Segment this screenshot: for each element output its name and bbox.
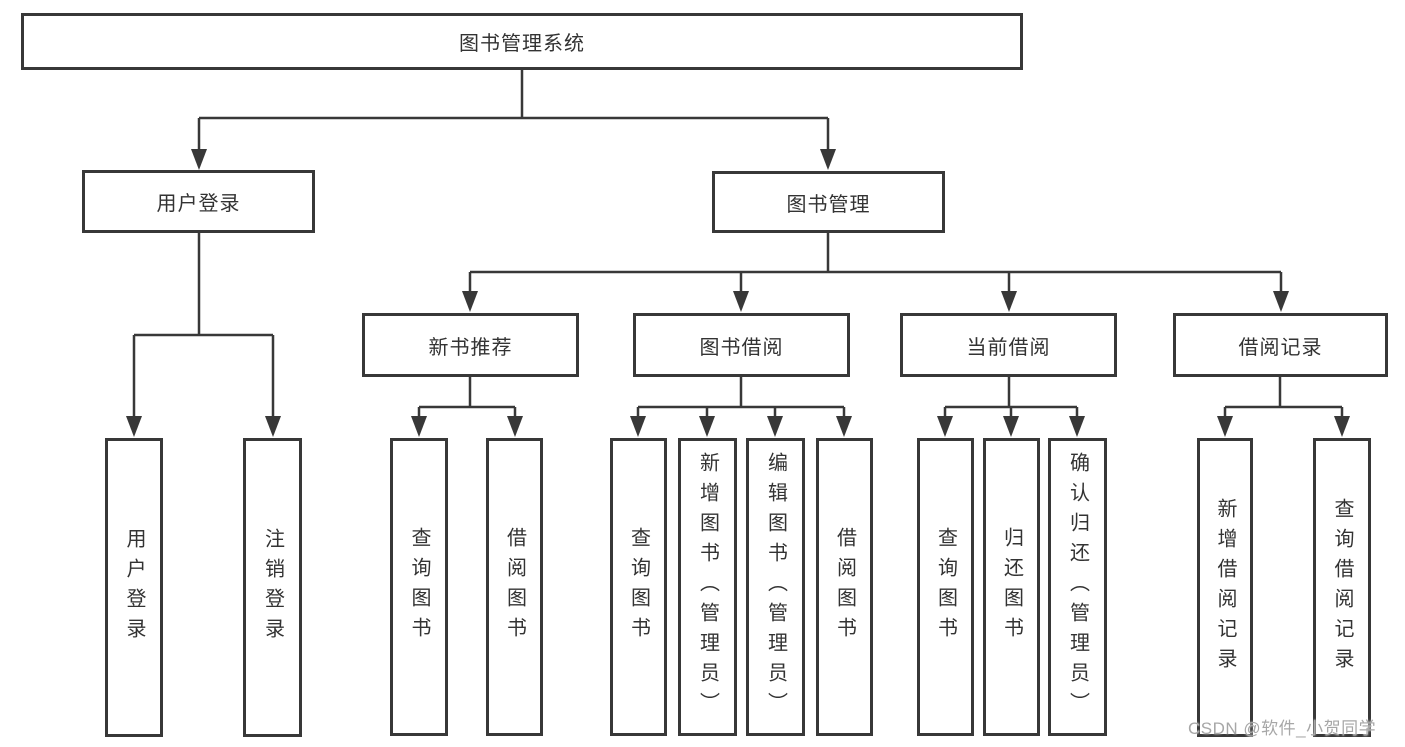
node-user-login: 用户登录 bbox=[82, 170, 315, 233]
node-label: 借阅图书 bbox=[503, 527, 526, 647]
node-label: 新书推荐 bbox=[428, 336, 513, 359]
leaf-recommend-query-books: 查询图书 bbox=[390, 438, 448, 736]
node-book-borrowing: 图书借阅 bbox=[633, 313, 850, 377]
leaf-borrowing-edit-books-admin: 编辑图书（管理员） bbox=[746, 438, 805, 736]
node-library-management-system: 图书管理系统 bbox=[21, 13, 1023, 70]
csdn-watermark: CSDN @软件_小贺同学 bbox=[1188, 719, 1377, 738]
leaf-records-add-record: 新增借阅记录 bbox=[1197, 438, 1253, 737]
leaf-borrowing-add-books-admin: 新增图书（管理员） bbox=[678, 438, 737, 736]
node-current-borrowing: 当前借阅 bbox=[900, 313, 1117, 377]
node-label: 查询图书 bbox=[408, 527, 430, 647]
node-label: 查询借阅记录 bbox=[1331, 497, 1353, 678]
node-label: 查询图书 bbox=[934, 527, 957, 647]
node-label: 借阅记录 bbox=[1238, 336, 1323, 359]
leaf-borrowing-borrow-books: 借阅图书 bbox=[816, 438, 873, 736]
leaf-current-query-books: 查询图书 bbox=[917, 438, 974, 736]
node-book-management: 图书管理 bbox=[712, 171, 945, 233]
leaf-records-query-record: 查询借阅记录 bbox=[1313, 438, 1371, 737]
leaf-logout: 注销登录 bbox=[243, 438, 302, 737]
node-label: 新增图书（管理员） bbox=[696, 452, 719, 722]
node-label: 注销登录 bbox=[261, 527, 284, 648]
node-borrowing-records: 借阅记录 bbox=[1173, 313, 1388, 377]
node-label: 用户登录 bbox=[156, 193, 241, 215]
node-label: 确认归还（管理员） bbox=[1066, 452, 1089, 722]
node-label: 编辑图书（管理员） bbox=[764, 452, 787, 722]
node-label: 新增借阅记录 bbox=[1214, 497, 1236, 678]
leaf-current-return-books: 归还图书 bbox=[983, 438, 1040, 736]
leaf-borrowing-query-books: 查询图书 bbox=[610, 438, 667, 736]
node-label: 图书借阅 bbox=[699, 336, 784, 359]
node-label: 查询图书 bbox=[627, 527, 650, 647]
leaf-current-confirm-return-admin: 确认归还（管理员） bbox=[1048, 438, 1107, 736]
node-label: 当前借阅 bbox=[966, 336, 1051, 359]
node-label: 图书管理系统 bbox=[459, 33, 585, 55]
node-label: 用户登录 bbox=[123, 527, 145, 648]
node-label: 借阅图书 bbox=[833, 527, 856, 647]
node-label: 归还图书 bbox=[1000, 527, 1023, 647]
leaf-recommend-borrow-books: 借阅图书 bbox=[486, 438, 543, 736]
node-label: 图书管理 bbox=[786, 193, 871, 216]
leaf-user-login: 用户登录 bbox=[105, 438, 163, 737]
node-new-book-recommend: 新书推荐 bbox=[362, 313, 579, 377]
arrowheads bbox=[126, 149, 1350, 437]
